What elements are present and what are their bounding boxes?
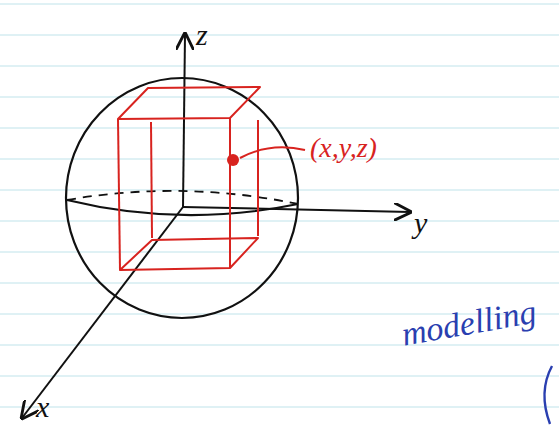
z-axis (183, 34, 185, 207)
point-label: (x,y,z) (310, 134, 377, 162)
axis-label: z (196, 20, 208, 50)
notebook-lines (0, 4, 559, 407)
bracket (544, 366, 552, 424)
sphere-outline (66, 78, 298, 318)
inscribed-box (118, 87, 260, 270)
leader-line (240, 147, 305, 158)
note-text: modelling (399, 295, 539, 352)
axis-label: x (36, 392, 49, 422)
point-marker (227, 154, 239, 166)
x-axis (22, 207, 183, 418)
y-axis (183, 207, 410, 212)
axis-label: y (414, 208, 427, 238)
